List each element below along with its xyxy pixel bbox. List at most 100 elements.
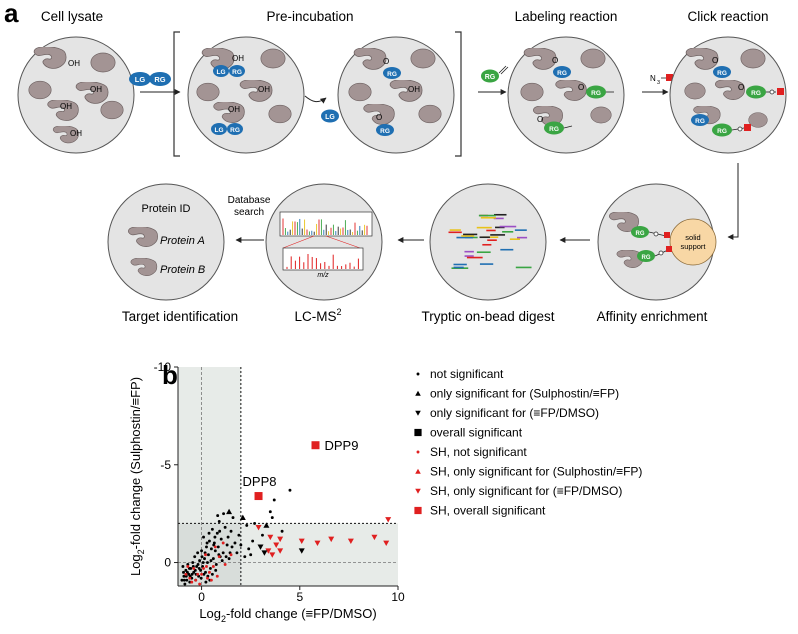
pre-incubation-bracket-right [455, 31, 462, 157]
lg-tag: LG [216, 69, 225, 76]
data-point [298, 538, 305, 545]
rg-tag: RG [717, 70, 727, 77]
o-label: O [738, 83, 744, 92]
data-point [192, 566, 196, 570]
data-point [227, 557, 231, 561]
protein-id-title: Protein ID [142, 203, 191, 215]
click-reaction-circle: RG RG RG RG O O [669, 36, 787, 154]
data-point [185, 578, 189, 582]
data-point [196, 572, 200, 576]
data-point [226, 508, 233, 515]
data-point [191, 561, 195, 564]
solid-support-label: support [680, 242, 706, 251]
data-point [251, 539, 255, 543]
data-point [225, 543, 229, 547]
y-tick-label: 0 [164, 556, 171, 570]
data-point [314, 540, 321, 546]
data-point [214, 563, 218, 566]
y-tick-label: -5 [160, 458, 171, 472]
y-axis-label: Log2-fold change (Sulphostin/≡FP) [128, 377, 146, 576]
lc-ms-circle: m/z [265, 183, 383, 301]
data-point [230, 545, 234, 549]
label-lc-ms: LC-MS2 [294, 307, 341, 324]
label-target-identification: Target identification [122, 309, 238, 324]
data-point [272, 498, 276, 502]
data-point [210, 572, 214, 576]
data-point [190, 572, 194, 576]
data-point [212, 543, 216, 547]
pre-incubation-circle-1: LG RG LG RG OH OH OH [187, 36, 305, 154]
data-point [192, 570, 196, 574]
lg-tag: LG [135, 75, 146, 84]
data-point [200, 549, 204, 553]
data-point [208, 566, 212, 570]
point-label: DPP9 [325, 438, 359, 453]
legend-label: SH, only significant for (Sulphostin/≡FP… [430, 465, 642, 479]
data-point [220, 559, 224, 563]
data-point [194, 578, 198, 582]
title-click-reaction: Click reaction [687, 9, 768, 24]
legend-label: SH, only significant for (≡FP/DMSO) [430, 484, 622, 498]
data-point [185, 570, 189, 574]
data-point [213, 535, 217, 539]
rg-probe: RG [481, 65, 509, 83]
legend-label: only significant for (Sulphostin/≡FP) [430, 387, 619, 401]
data-point [347, 538, 354, 545]
data-point [204, 570, 207, 574]
legend-marker [415, 488, 421, 494]
labeling-reaction-circle: RG RG RG O O O [507, 36, 625, 154]
rg-tag: RG [154, 75, 165, 84]
x-tick-label: 5 [296, 590, 303, 604]
data-point [203, 557, 206, 561]
rg-tag: RG [485, 74, 496, 81]
data-point [198, 559, 202, 563]
protein-b-label: Protein B [160, 264, 205, 276]
title-pre-incubation: Pre-incubation [266, 9, 353, 24]
legend-label: SH, overall significant [430, 504, 546, 518]
legend-marker [414, 428, 422, 437]
x-tick-label: 10 [391, 590, 405, 604]
rg-tag: RG [636, 231, 645, 237]
legend-marker [416, 372, 420, 376]
data-point [190, 580, 194, 584]
data-point [247, 547, 251, 551]
data-point [202, 572, 206, 576]
data-point [239, 514, 246, 520]
data-point [226, 535, 230, 539]
y-tick-label: -10 [154, 360, 172, 374]
azide-subscript: 3 [657, 80, 660, 86]
data-point [180, 578, 184, 582]
data-point [288, 488, 292, 492]
o-label: O [537, 115, 543, 124]
data-point [224, 555, 228, 559]
data-point [215, 531, 219, 535]
data-point [187, 566, 191, 570]
data-point [196, 563, 200, 566]
point-label: DPP8 [243, 474, 277, 489]
x-tick-label: 0 [198, 590, 205, 604]
data-point [277, 536, 284, 543]
oh-label: OH [408, 85, 420, 94]
mz-axis-label: m/z [317, 272, 329, 279]
data-point [199, 576, 203, 580]
cell-lysate-circle: OH OH OH OH [17, 36, 135, 154]
legend-marker [415, 390, 421, 396]
data-point [261, 550, 268, 556]
data-point [216, 545, 220, 549]
pre-incubation-circle-2: RG RG O OH O [337, 36, 455, 154]
data-point [298, 548, 305, 554]
data-point [231, 516, 235, 520]
o-label: O [552, 56, 558, 65]
data-point [211, 557, 215, 561]
o-label: O [376, 113, 382, 122]
title-cell-lysate: Cell lysate [41, 9, 103, 24]
legend-label: not significant [430, 367, 504, 381]
data-point [261, 533, 264, 537]
data-point [216, 514, 220, 518]
protein-a-label: Protein A [160, 235, 205, 247]
data-point [217, 520, 221, 523]
data-point [273, 542, 280, 548]
data-point [243, 555, 247, 559]
data-point [197, 566, 201, 570]
